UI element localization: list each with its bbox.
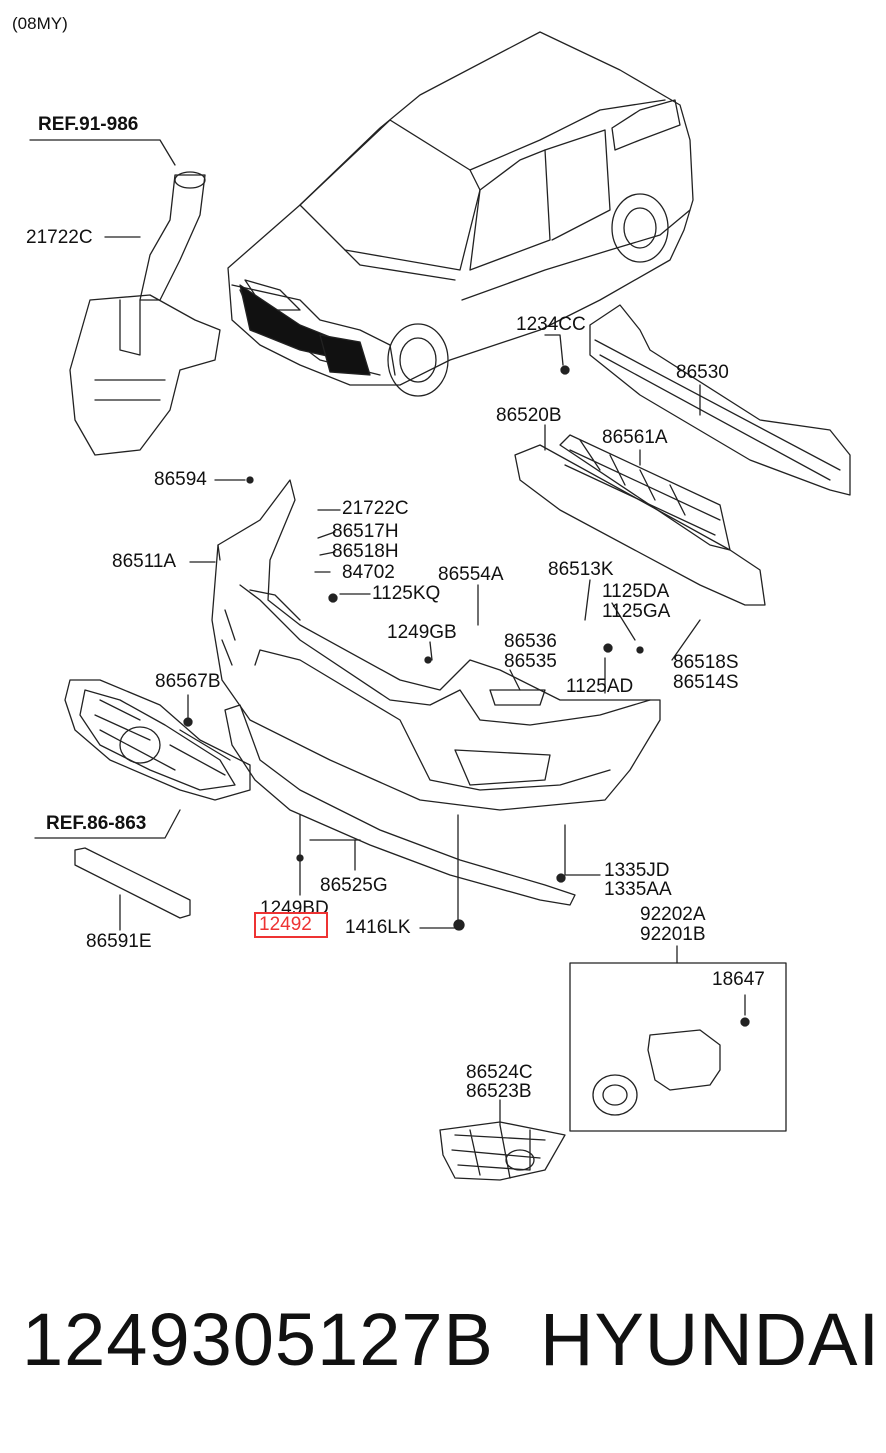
part-86517H-label[interactable]: 86517H (332, 521, 399, 542)
fog-lamp-box (570, 963, 786, 1131)
part-86535-label[interactable]: 86535 (504, 651, 557, 672)
part-86518H-label[interactable]: 86518H (332, 541, 399, 562)
part-86518S-label[interactable]: 86518S (673, 652, 739, 673)
part-86561A-label[interactable]: 86561A (602, 427, 668, 448)
part-86594-label[interactable]: 86594 (154, 469, 207, 490)
part-1249GB-label[interactable]: 1249GB (387, 622, 457, 643)
part-86511A-label[interactable]: 86511A (112, 551, 177, 572)
part-86520B-label[interactable]: 86520B (496, 405, 562, 426)
license-bracket (75, 848, 190, 930)
part-86514S-label[interactable]: 86514S (673, 672, 739, 693)
ref-washer-label[interactable]: REF.91-986 (38, 114, 139, 135)
fog-bezel (440, 1100, 565, 1180)
part-1234CC-label[interactable]: 1234CC (516, 314, 586, 335)
part-1335JD-label[interactable]: 1335JD (604, 860, 670, 881)
absorber-and-lower-grille (515, 425, 765, 605)
footer-brand: HYUNDAI (540, 1298, 881, 1381)
part-1125DA-label[interactable]: 1125DA (602, 581, 670, 602)
part-92201B-label[interactable]: 92201B (640, 924, 706, 945)
fasteners (184, 366, 749, 1026)
ref-grille-label[interactable]: REF.86-863 (46, 813, 147, 834)
part-21722C-label-a[interactable]: 21722C (26, 227, 93, 248)
part-21722C-label-b[interactable]: 21722C (342, 498, 409, 519)
radiator-grille (35, 680, 250, 838)
part-1125KQ-label[interactable]: 1125KQ (372, 583, 441, 604)
part-86567B-label[interactable]: 86567B (155, 671, 221, 692)
part-86591E-label[interactable]: 86591E (86, 931, 152, 952)
highlighted-part-box[interactable]: 12492 (254, 912, 328, 938)
part-86525G-label[interactable]: 86525G (320, 875, 388, 896)
part-86530-label[interactable]: 86530 (676, 362, 729, 383)
model-year-label: (08MY) (12, 14, 68, 33)
part-86554A-label[interactable]: 86554A (438, 564, 504, 585)
vehicle-illustration (228, 32, 693, 396)
part-18647-label[interactable]: 18647 (712, 969, 765, 990)
part-1125GA-label[interactable]: 1125GA (602, 601, 671, 622)
footer-part-number: 1249305127B (22, 1298, 494, 1381)
part-86513K-label[interactable]: 86513K (548, 559, 614, 580)
leader-lines (188, 335, 700, 963)
part-86524C-label[interactable]: 86524C (466, 1062, 533, 1083)
part-1416LK-label[interactable]: 1416LK (345, 917, 411, 938)
part-1125AD-label[interactable]: 1125AD (566, 676, 634, 697)
part-1335AA-label[interactable]: 1335AA (604, 879, 672, 900)
bumper-cover (212, 480, 660, 810)
bumper-beam (590, 305, 850, 495)
part-84702-label[interactable]: 84702 (342, 562, 395, 583)
part-86536-label[interactable]: 86536 (504, 631, 557, 652)
lower-lip (225, 705, 575, 905)
washer-reservoir (30, 140, 220, 455)
part-92202A-label[interactable]: 92202A (640, 904, 706, 925)
part-86523B-label[interactable]: 86523B (466, 1081, 532, 1102)
